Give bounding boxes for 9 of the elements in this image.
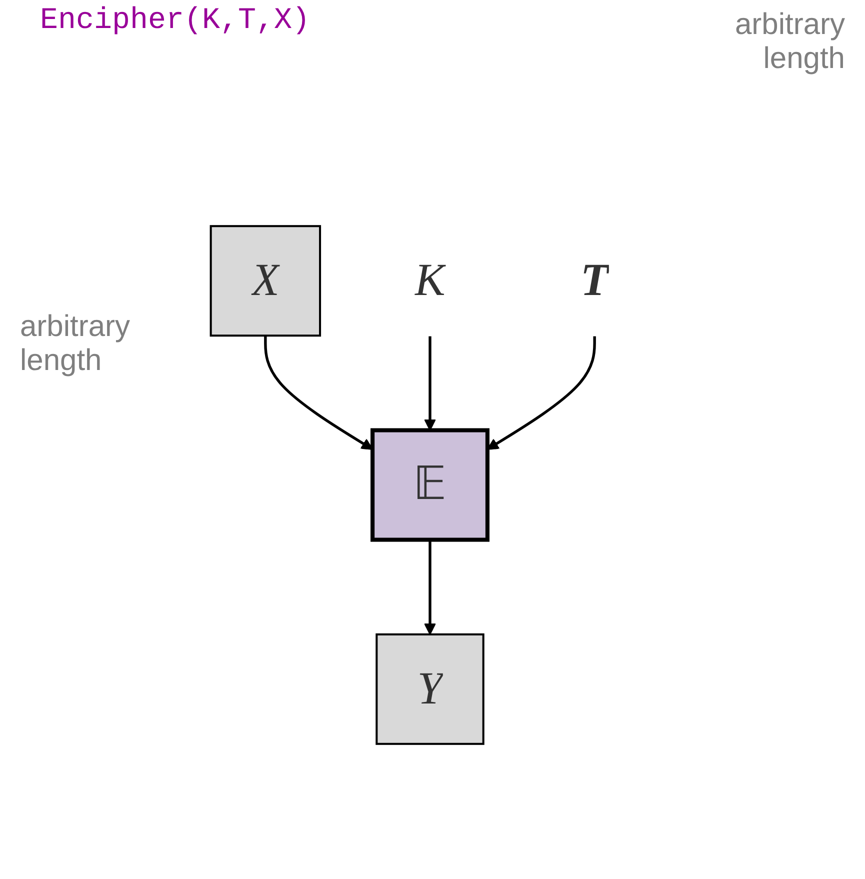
diagram-title: Encipher(K,T,X): [40, 4, 310, 38]
node-text: K: [414, 256, 446, 306]
node-box: X: [210, 225, 322, 337]
note-label: arbitrary length: [20, 310, 132, 378]
node-box: 𝔼: [370, 428, 490, 542]
node-box: Y: [376, 633, 484, 745]
arrow: [424, 540, 436, 635]
node-text: T: [580, 256, 609, 306]
note-label: arbitrary length: [734, 8, 845, 76]
